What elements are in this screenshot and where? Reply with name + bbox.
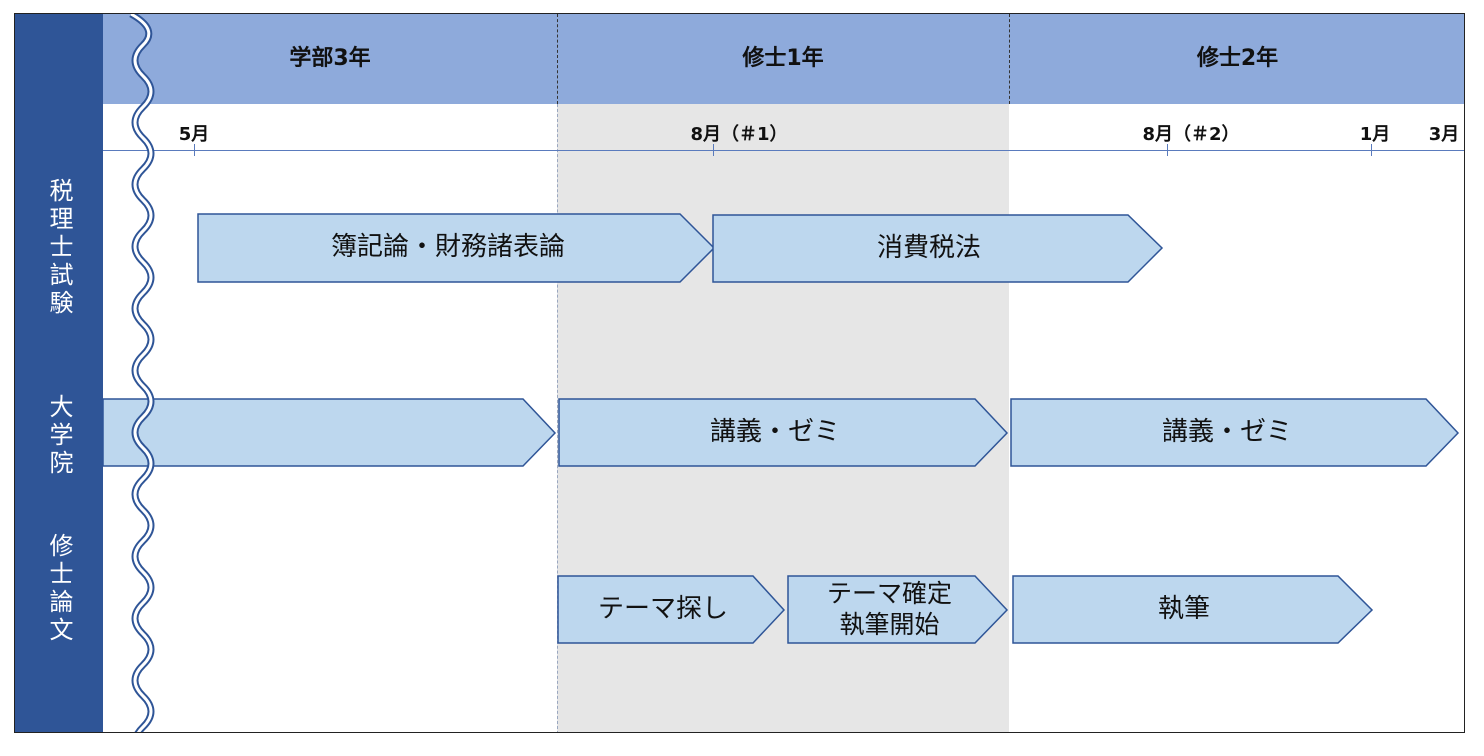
- tick-jan: [1371, 144, 1372, 156]
- arrow-lecture-m2: [1010, 398, 1460, 467]
- task-label-theme-decide-line1: テーマ確定: [826, 578, 952, 608]
- task-arrows: [102, 213, 1460, 644]
- task-label-writing: 執筆: [1157, 593, 1210, 624]
- row-label-graduate-school: 大学院: [45, 394, 73, 478]
- tick-label-aug-2: 8月（＃2）: [1142, 124, 1240, 145]
- task-label-bookkeeping: 簿記論・財務諸表論: [330, 232, 565, 263]
- year-label-master-1: 修士1年: [742, 46, 824, 71]
- arrow-bookkeeping: [197, 213, 716, 283]
- timeline-axis: [103, 150, 1464, 151]
- row-label-tax-exam: 税理士試験: [45, 177, 73, 318]
- tick-aug-2: [1167, 144, 1168, 156]
- year-label-undergrad-3: 学部3年: [289, 46, 371, 71]
- period-divider: [557, 104, 558, 732]
- year-divider: [1009, 14, 1010, 104]
- tick-label-mar: 3月: [1428, 124, 1460, 145]
- year-header: [103, 14, 1464, 104]
- tick-may: [194, 144, 195, 156]
- tick-aug-1: [713, 144, 714, 156]
- arrow-consumption-tax: [712, 214, 1164, 283]
- task-label-theme-decide: テーマ確定 執筆開始: [788, 570, 991, 648]
- tick-label-jan: 1月: [1359, 124, 1391, 145]
- tick-label-may: 5月: [178, 124, 210, 145]
- tick-label-aug-1: 8月（＃1）: [690, 124, 788, 145]
- arrow-theme-search: [557, 575, 786, 644]
- year-label-master-2: 修士2年: [1196, 46, 1279, 71]
- arrow-writing: [1012, 575, 1374, 644]
- task-label-consumption-tax: 消費税法: [876, 232, 981, 263]
- task-label-lecture-m2: 講義・ゼミ: [1161, 416, 1292, 447]
- task-label-theme-decide-line2: 執筆開始: [839, 610, 940, 639]
- task-label-lecture-m1: 講義・ゼミ: [709, 416, 840, 447]
- arrow-theme-decide: [787, 575, 1009, 644]
- task-label-theme-search: テーマ探し: [597, 593, 728, 624]
- category-band: 税理士試験 大学院 修士論文: [15, 14, 103, 732]
- arrow-lecture-m1: [558, 398, 1009, 467]
- year-divider: [557, 14, 558, 104]
- row-label-thesis: 修士論文: [45, 533, 73, 645]
- timeline-break-wave: [129, 14, 155, 732]
- gantt-frame: 税理士試験 大学院 修士論文 学部3年 修士1年 修士2年 5月 8月（＃1） …: [14, 13, 1465, 733]
- arrow-lecture-undergrad: [102, 398, 557, 467]
